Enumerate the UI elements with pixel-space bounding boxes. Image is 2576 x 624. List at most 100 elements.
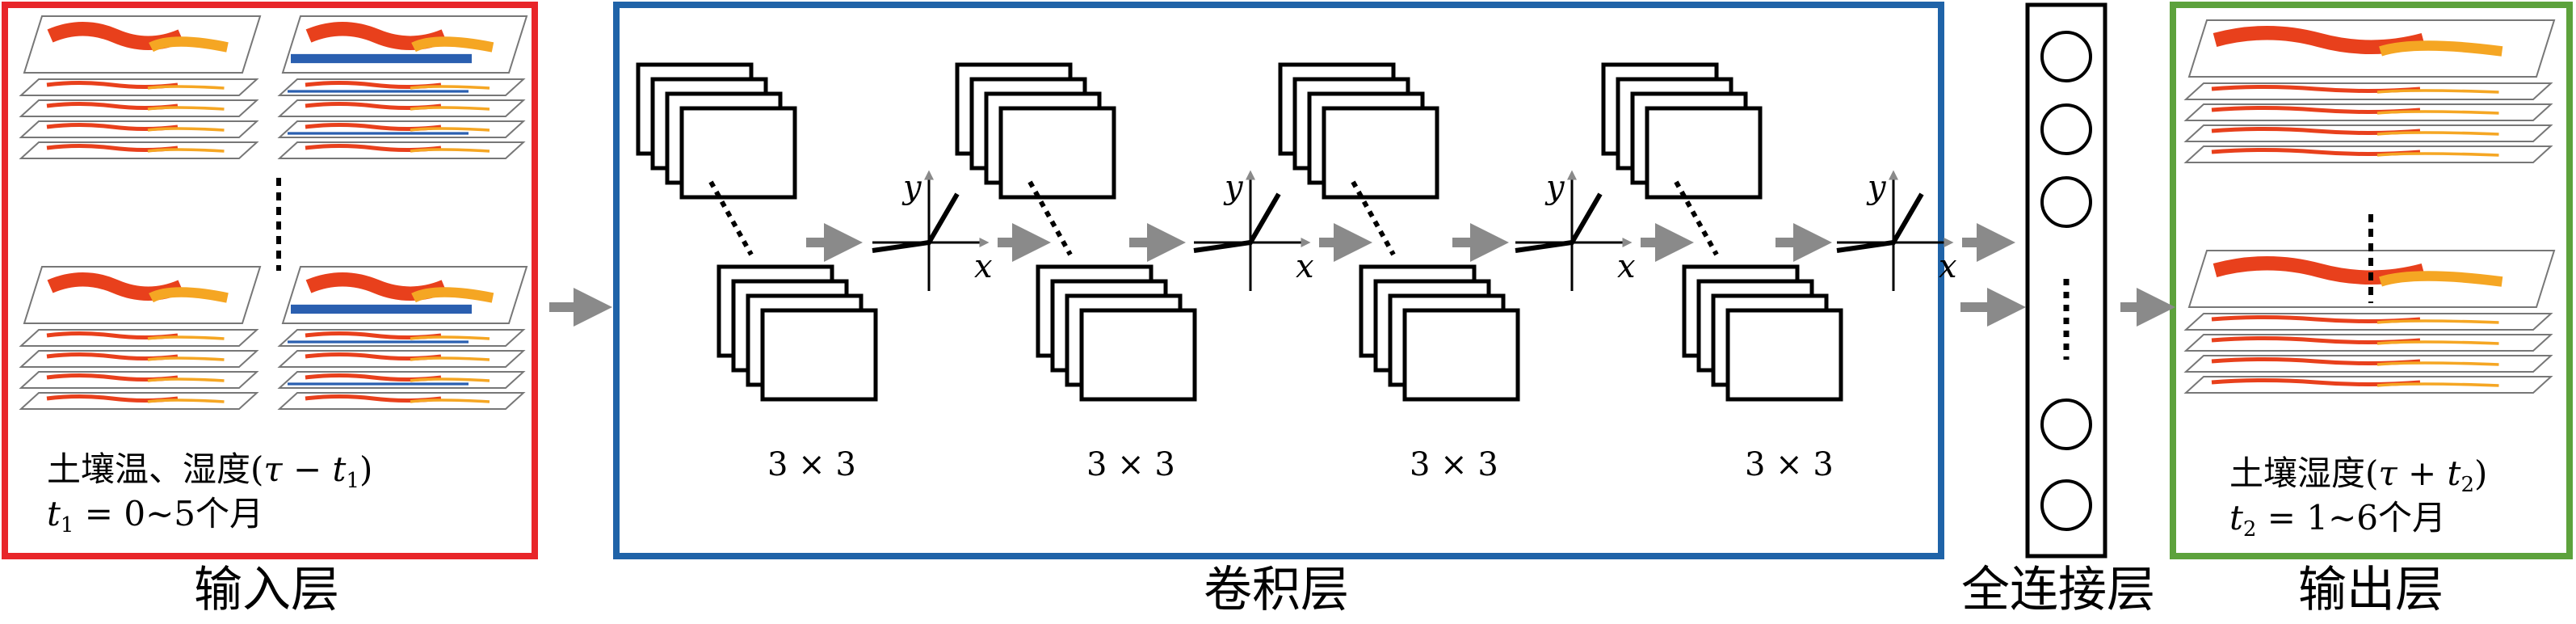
fc-neuron xyxy=(2040,176,2092,228)
input-desc-sub: 1 xyxy=(346,468,359,493)
activation-curve xyxy=(1515,192,1603,253)
map-sheet xyxy=(281,15,528,74)
map-sheet xyxy=(2183,124,2553,142)
output-desc2-t: t xyxy=(2229,498,2243,538)
map-blob xyxy=(147,106,225,111)
map-blob xyxy=(2376,131,2499,136)
feature-map xyxy=(1402,308,1520,402)
map-sheet xyxy=(2183,145,2553,163)
map-blob xyxy=(147,148,225,153)
map-blob xyxy=(410,377,490,382)
map-blob xyxy=(147,335,225,340)
map-sheet xyxy=(2183,376,2553,394)
conv-dotted-link xyxy=(1027,180,1073,256)
map-blob xyxy=(2376,89,2499,94)
conv-block xyxy=(955,62,1197,402)
map-sheet xyxy=(281,266,528,324)
output-panel-border xyxy=(2170,2,2573,559)
map-sheet xyxy=(19,99,259,117)
map-blob xyxy=(410,85,490,90)
map-sheet xyxy=(19,329,259,347)
map-blob xyxy=(2376,361,2499,366)
feature-map xyxy=(1645,106,1763,200)
input-desc2-rest: = 0~5个月 xyxy=(74,494,263,533)
map-sheet xyxy=(19,392,259,410)
map-blob xyxy=(2379,40,2503,57)
map-sheet xyxy=(2183,82,2553,100)
map-blob xyxy=(411,36,494,53)
conv-dotted-link xyxy=(1674,180,1719,256)
input-layer-label: 输入层 xyxy=(194,562,339,618)
map-sheet xyxy=(2183,103,2553,121)
feature-map xyxy=(1079,308,1197,402)
map-blob xyxy=(149,36,229,53)
activation-x-label: x xyxy=(1296,248,1314,285)
input-desc-minus: − xyxy=(282,449,333,489)
map-blob xyxy=(410,148,490,153)
map-blob xyxy=(410,335,490,340)
fc-neuron xyxy=(2040,479,2092,531)
conv-dotted-link xyxy=(708,180,754,256)
map-sheet xyxy=(277,141,526,159)
output-description-line1: 土壤湿度(τ + t2) xyxy=(2229,457,2487,495)
map-sheet xyxy=(277,350,526,368)
map-sheet xyxy=(277,392,526,410)
map-blob xyxy=(2376,340,2499,345)
output-desc2-rest: = 1~6个月 xyxy=(2256,498,2446,538)
output-desc-tau: τ xyxy=(2378,453,2397,493)
map-sheet xyxy=(2183,313,2553,331)
activation-x-label: x xyxy=(1939,248,1957,285)
input-desc-t: t xyxy=(332,449,347,489)
output-desc-prefix: 土壤湿度( xyxy=(2229,453,2379,493)
feature-map xyxy=(1322,106,1439,200)
map-sheet xyxy=(19,141,259,159)
input-panel-border xyxy=(2,2,538,559)
output-desc-close: ) xyxy=(2474,453,2488,493)
map-sheet xyxy=(2187,19,2556,78)
input-desc2-sub: 1 xyxy=(60,512,74,538)
map-blob xyxy=(2376,110,2499,115)
input-desc-prefix: 土壤温、湿度( xyxy=(47,449,264,489)
map-sheet xyxy=(2183,334,2553,352)
feature-map xyxy=(760,308,878,402)
map-sheet xyxy=(277,99,526,117)
kernel-label: 3 × 3 xyxy=(1410,446,1498,483)
conv-dotted-link xyxy=(1351,180,1396,256)
conv-layer-label: 卷积层 xyxy=(1204,562,1349,618)
input-desc2-t: t xyxy=(47,494,61,533)
map-blob xyxy=(147,356,225,361)
map-blob xyxy=(147,377,225,382)
activation-plot xyxy=(1515,170,1633,291)
input-description-line2: t1 = 0~5个月 xyxy=(47,497,263,536)
conv-panel-border xyxy=(613,2,1944,559)
fc-neuron xyxy=(2040,398,2092,450)
map-blob xyxy=(147,85,225,90)
map-blob xyxy=(2376,152,2499,157)
activation-y-label: y xyxy=(1868,169,1886,206)
fc-neuron xyxy=(2040,103,2092,155)
map-sheet xyxy=(2183,355,2553,373)
fc-neuron xyxy=(2040,31,2092,82)
feature-map xyxy=(679,106,797,200)
map-sheet xyxy=(277,371,526,389)
conv-block xyxy=(1601,62,1843,402)
activation-curve xyxy=(872,192,960,253)
input-map-stacks xyxy=(19,15,528,410)
kernel-label: 3 × 3 xyxy=(1745,446,1834,483)
fc-neurons xyxy=(2040,31,2092,531)
conv-stacks xyxy=(636,62,1843,402)
map-sheet xyxy=(19,120,259,138)
output-desc-sub: 2 xyxy=(2460,472,2474,497)
activation-plot xyxy=(872,170,990,291)
output-description-line2: t2 = 1~6个月 xyxy=(2229,501,2446,540)
map-sheet xyxy=(19,371,259,389)
flow-arrows xyxy=(549,223,2175,327)
map-sheet xyxy=(277,120,526,138)
output-desc-t: t xyxy=(2447,453,2461,493)
map-blob xyxy=(410,398,490,403)
activation-x-label: x xyxy=(1617,248,1636,285)
input-desc-tau: τ xyxy=(263,449,283,489)
activation-y-label: y xyxy=(1225,169,1243,206)
feature-map xyxy=(998,106,1116,200)
